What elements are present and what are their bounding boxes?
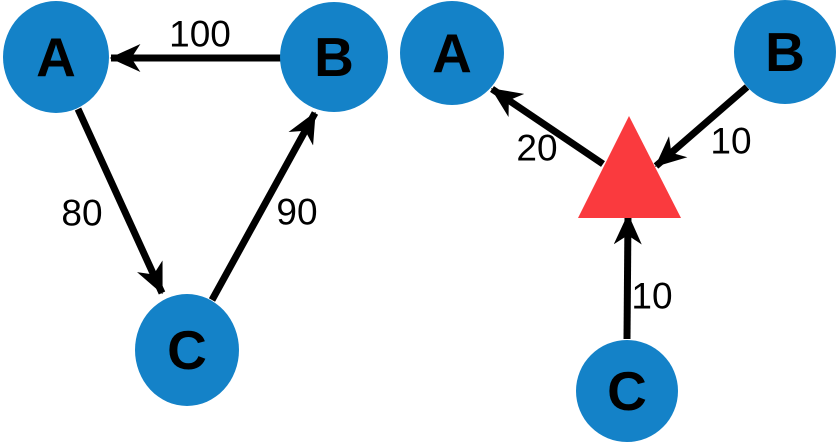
edge-T-to-A — [490, 86, 605, 167]
node-circle-C — [576, 340, 678, 442]
node-label-C: C — [607, 360, 647, 422]
edge-A-to-C — [74, 107, 166, 295]
edge-C-to-T — [613, 213, 642, 340]
node-circle-B — [280, 2, 388, 112]
edge-weight-B-to-A: 100 — [169, 14, 231, 55]
junction-graph: A B C 20 10 10 — [400, 0, 836, 442]
edge-weight-A-to-C: 80 — [61, 193, 102, 234]
node-label-A: A — [432, 22, 472, 84]
node-label-B: B — [314, 26, 354, 88]
junction-triangle-T — [578, 116, 681, 218]
node-circle-C — [135, 294, 239, 406]
edge-weight-C-to-T: 10 — [631, 276, 672, 317]
node-label-C: C — [167, 319, 207, 381]
edge-weight-B-to-T: 10 — [710, 121, 751, 162]
node-label-B: B — [765, 21, 805, 83]
edge-B-to-T — [653, 84, 750, 169]
node-label-A: A — [36, 26, 76, 88]
node-circle-B — [734, 0, 836, 104]
node-circle-A — [400, 1, 504, 105]
cycle-graph: A B C 100 80 90 — [3, 1, 388, 406]
edge-weight-C-to-B: 90 — [276, 192, 317, 233]
node-circle-A — [3, 1, 109, 113]
edge-weight-T-to-A: 20 — [516, 128, 557, 169]
edge-C-to-B — [208, 111, 319, 302]
